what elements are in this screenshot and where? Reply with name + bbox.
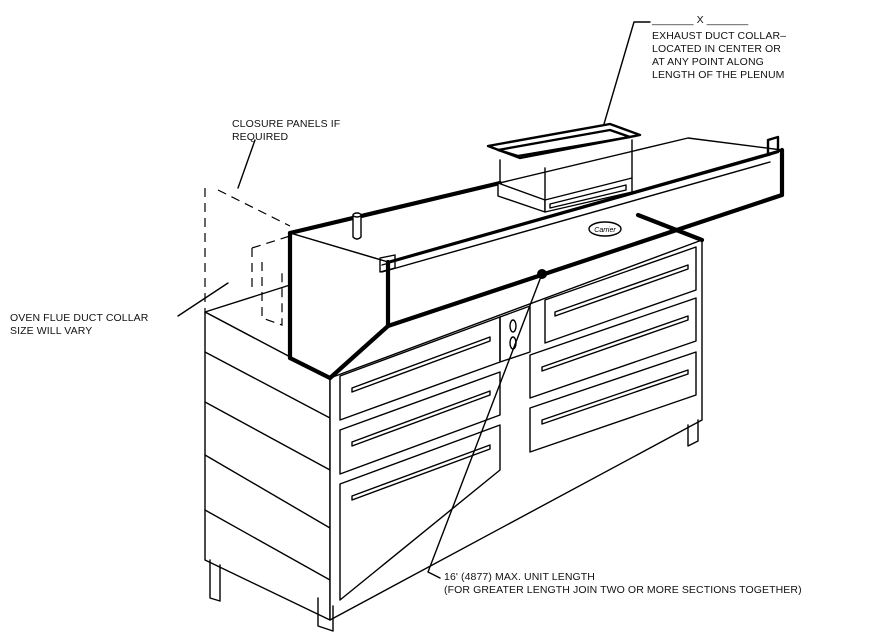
oven-drawers: [339, 246, 697, 601]
exhaust-duct-collar: [486, 122, 642, 213]
leader-lines: [177, 21, 651, 579]
exhaust-collar-label-3: AT ANY POINT ALONG: [652, 56, 764, 68]
carrier-logo-text: Carrier: [594, 227, 616, 234]
closure-panels-label-2: REQUIRED: [232, 131, 289, 143]
exhaust-hood: Carrier: [287, 135, 785, 381]
exhaust-collar-label-2: LOCATED IN CENTER OR: [652, 43, 781, 55]
oven-flue-label-2: SIZE WILL VARY: [10, 325, 93, 337]
carrier-logo: [588, 221, 622, 237]
unit-length-label-2: (FOR GREATER LENGTH JOIN TWO OR MORE SEC…: [444, 584, 802, 596]
dimension-x-label: _______ X _______: [652, 14, 749, 26]
exhaust-collar-label-1: EXHAUST DUCT COLLAR–: [652, 30, 787, 42]
unit-length-label-1: 16' (4877) MAX. UNIT LENGTH: [444, 571, 595, 583]
closure-panels-label-1: CLOSURE PANELS IF: [232, 118, 341, 130]
oven-flue-label-1: OVEN FLUE DUCT COLLAR: [10, 312, 149, 324]
exhaust-collar-label-4: LENGTH OF THE PLENUM: [652, 69, 785, 81]
closure-panels: [204, 188, 291, 326]
